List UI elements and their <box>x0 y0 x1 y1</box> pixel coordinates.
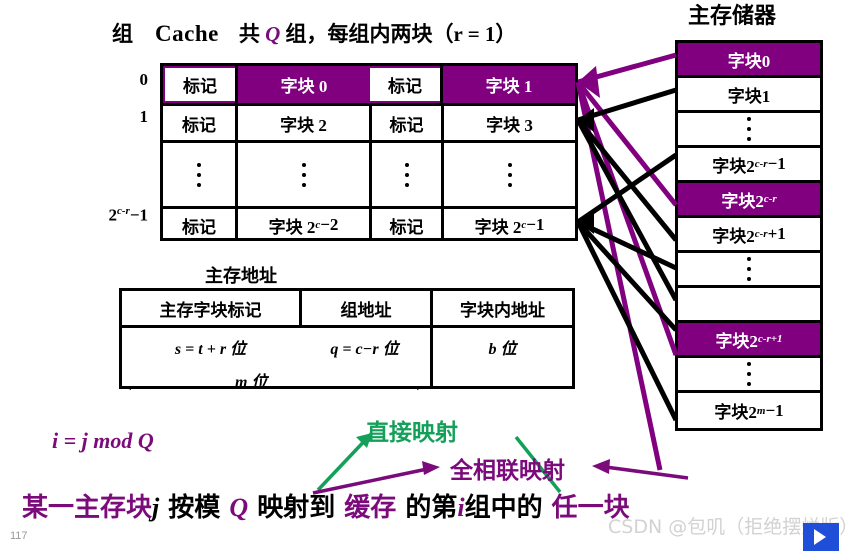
page-number: 117 <box>10 530 28 542</box>
address-field-row: 主存字块标记 组地址 字块内地址 <box>122 291 572 325</box>
cache-tag-cell: 标记 <box>369 209 441 241</box>
address-width-row: s = t + r 位 q = c−r 位 b 位 <box>122 325 572 386</box>
memory-row: 字块1 <box>678 78 820 113</box>
cache-tag-cell: 标记 <box>370 68 440 101</box>
vertical-ellipsis-icon <box>678 253 820 288</box>
memory-row-empty <box>678 288 820 323</box>
mapping-equation: i = j mod Q <box>52 428 154 453</box>
vertical-ellipsis-icon <box>678 113 820 148</box>
cache-block-cell: 字块 3 <box>441 106 575 140</box>
cache-tag-cell: 标记 <box>369 106 441 140</box>
direct-mapping-label: 直接映射 <box>366 420 458 446</box>
address-format-table: 主存字块标记 组地址 字块内地址 s = t + r 位 q = c−r 位 b… <box>119 288 575 389</box>
watermark-logo-icon <box>803 523 839 551</box>
sentence-part: 组中的 <box>464 493 552 523</box>
q-variable: Q <box>265 22 281 46</box>
cache-tag-cell: 标记 <box>182 115 216 135</box>
sentence-part: 的第 <box>396 493 458 523</box>
cache-row: 标记 字块 0 标记 字块 1 <box>163 66 575 103</box>
sentence-part: 缓存 <box>344 493 397 523</box>
cache-tag-cell: 标记 <box>182 217 216 237</box>
sentence-part: 任一块 <box>551 493 630 523</box>
main-memory-title: 主存储器 <box>688 4 777 29</box>
cache-row-label-0: 0 <box>139 70 149 89</box>
address-format-title: 主存地址 <box>205 266 277 287</box>
cache-description: 共 Q 组，每组内两块（r = 1） <box>238 22 517 46</box>
address-field-tag: 主存字块标记 <box>159 300 262 320</box>
sentence-part: i <box>457 493 465 522</box>
cache-tag-cell: 标记 <box>165 68 235 101</box>
address-total-bits-label: m 位 <box>235 374 268 391</box>
cache-row-ellipsis <box>163 140 575 206</box>
vertical-ellipsis-icon <box>441 143 575 206</box>
cache-block-cell: 字块 2 <box>235 106 369 140</box>
vertical-ellipsis-icon <box>163 143 235 206</box>
cache-title: Cache <box>155 21 219 46</box>
group-column-label: 组 <box>112 22 133 46</box>
summary-sentence: 某一主存块j 按模 Q 映射到 缓存 的第i组中的 任一块 <box>22 487 630 524</box>
header-line: 组 Cache 共 Q 组，每组内两块（r = 1） <box>112 18 516 48</box>
address-width-tag: s = t + r 位 <box>174 341 247 358</box>
vertical-ellipsis-icon <box>369 143 441 206</box>
watermark-text: CSDN @包叽（拒绝摆烂版） <box>608 516 857 538</box>
address-width-offset: b 位 <box>430 328 572 386</box>
address-field-set: 组地址 <box>299 291 430 325</box>
vertical-ellipsis-icon <box>678 358 820 393</box>
cache-row: 标记 字块 2 标记 字块 3 <box>163 103 575 140</box>
sentence-part: 按模 <box>159 493 230 523</box>
cache-block-cell: 字块 0 <box>235 66 370 103</box>
cache-row-label-1: 1 <box>139 107 149 126</box>
cache-block-cell: 字块 1 <box>440 66 575 103</box>
sentence-part: 某一主存块 <box>22 493 153 523</box>
sentence-part: j <box>152 493 160 522</box>
address-width-set: q = c−r 位 <box>330 341 399 358</box>
sentence-part: 映射到 <box>248 493 345 523</box>
sentence-part: Q <box>229 493 249 522</box>
cache-row-label-last: 2c-r−1 <box>108 205 148 225</box>
fully-associative-label: 全相联映射 <box>450 458 565 484</box>
memory-row: 字块0 <box>678 43 820 78</box>
address-field-offset: 字块内地址 <box>430 291 572 325</box>
vertical-ellipsis-icon <box>235 143 369 206</box>
